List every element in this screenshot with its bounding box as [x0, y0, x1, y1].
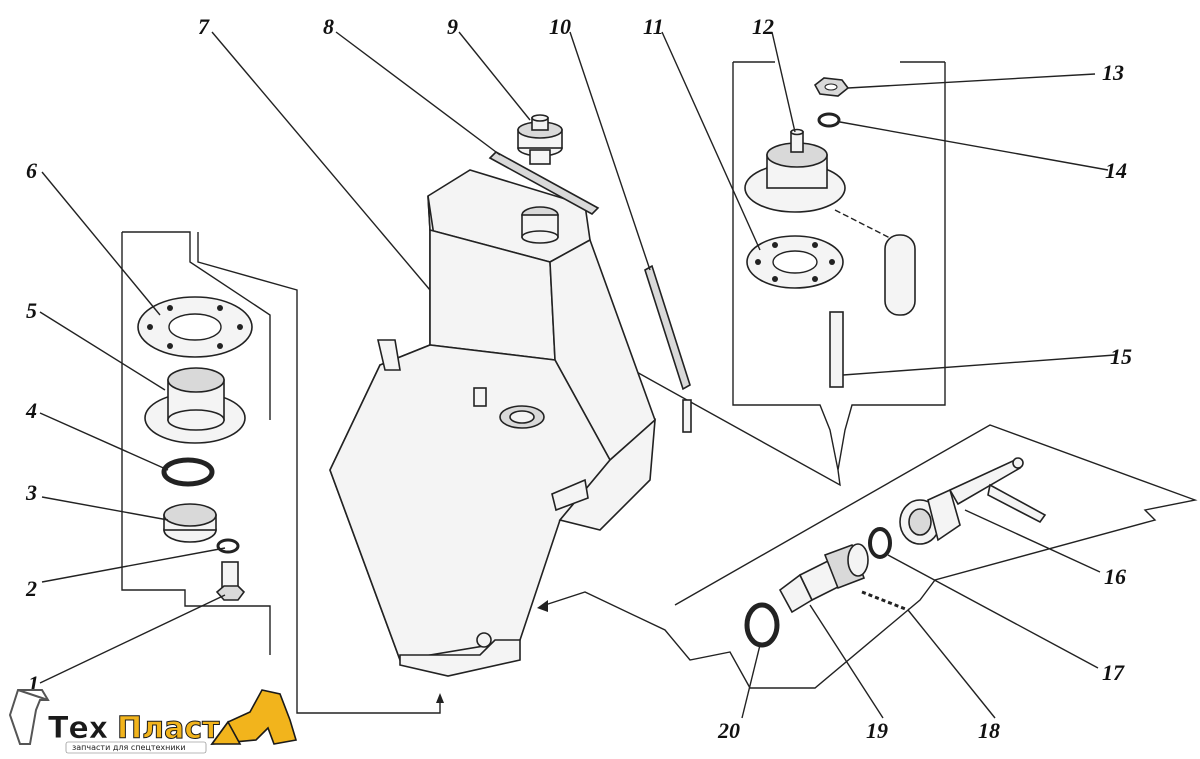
drain-plug — [163, 503, 217, 543]
callout-15: 15 — [1110, 344, 1132, 369]
callout-16: 16 — [1104, 564, 1126, 589]
logo-tagline: запчасти для спецтехники — [72, 743, 186, 752]
callout-1: 1 — [28, 671, 39, 696]
callout-19: 19 — [866, 718, 888, 743]
callout-5: 5 — [26, 298, 37, 323]
brand-logo: Тех Пласт запчасти для спецтехники — [8, 689, 298, 754]
callout-13: 13 — [1102, 60, 1124, 85]
washer-small-left — [216, 538, 240, 554]
excavator-left-icon — [8, 689, 50, 745]
flange-gasket-right — [746, 235, 844, 289]
lower-right-bracket — [537, 424, 1198, 689]
callout-3: 3 — [25, 480, 37, 505]
callout-17: 17 — [1102, 660, 1125, 685]
callout-9: 9 — [447, 14, 458, 39]
fuel-tank — [329, 169, 656, 677]
nut — [813, 77, 850, 97]
callout-18: 18 — [978, 718, 1000, 743]
flanged-cover-left — [144, 367, 246, 444]
bolt — [215, 561, 246, 601]
flanged-cover-right — [744, 128, 916, 316]
sealing-ring-fitting — [868, 527, 892, 559]
gasket-strip — [488, 151, 600, 215]
union-fitting — [778, 543, 869, 614]
callout-4: 4 — [25, 398, 37, 423]
flange-gasket-left — [137, 296, 253, 358]
fuel-tap — [899, 457, 1047, 545]
logo-brand-part2: Пласт — [117, 711, 220, 746]
washer-small-right — [817, 112, 841, 128]
callout-8: 8 — [323, 14, 334, 39]
leader-lines — [39, 31, 1116, 719]
callout-10: 10 — [549, 14, 571, 39]
stud — [829, 311, 844, 388]
logo-brand-part1: Тех — [48, 711, 108, 746]
callout-20: 20 — [717, 718, 740, 743]
callout-12: 12 — [752, 14, 774, 39]
callout-2: 2 — [25, 576, 37, 601]
excavator-right-icon — [210, 689, 298, 745]
callout-7: 7 — [198, 14, 210, 39]
callout-6: 6 — [26, 158, 37, 183]
sealing-ring — [161, 457, 215, 487]
left-group-bracket — [121, 231, 444, 714]
filler-cap — [517, 114, 563, 165]
sight-gauge — [644, 264, 692, 433]
callout-11: 11 — [643, 14, 664, 39]
pin — [861, 590, 909, 612]
callout-14: 14 — [1105, 158, 1127, 183]
sealing-washer — [744, 602, 780, 648]
